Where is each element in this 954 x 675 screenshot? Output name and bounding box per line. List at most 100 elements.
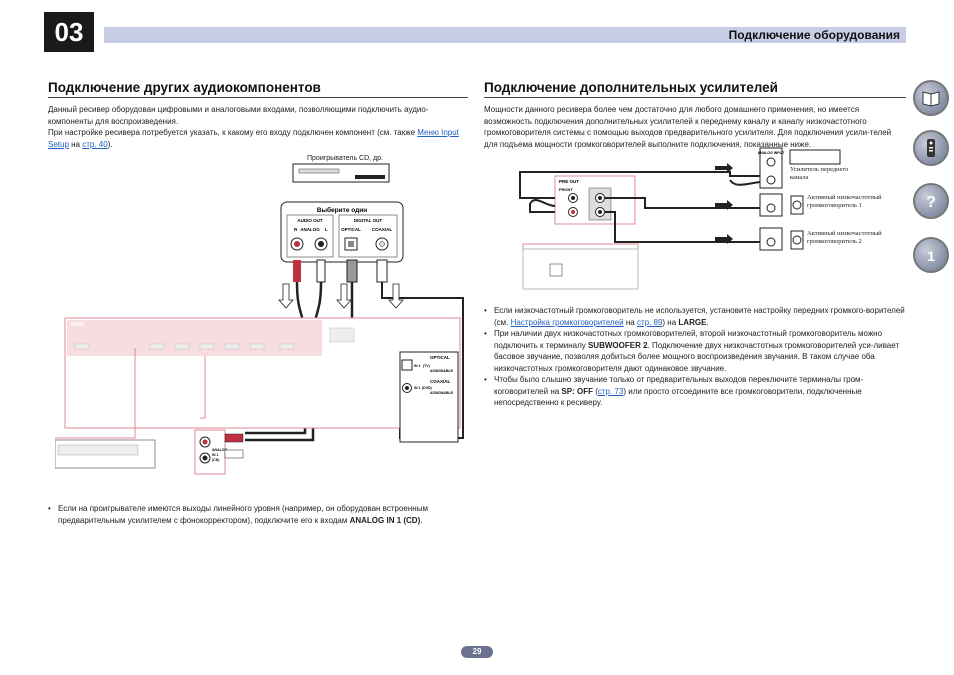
chapter-number: 03 <box>44 12 94 52</box>
coaxial-plug <box>376 259 388 283</box>
audio-out-r-label: R <box>294 227 298 232</box>
right-title-rule <box>484 97 906 98</box>
optical-out-label: OPTICAL <box>341 227 361 232</box>
audio-out-analog-label: ANALOG <box>300 227 320 232</box>
audio-out-group <box>286 214 334 258</box>
digital-out-label: DIGITAL OUT <box>354 218 383 223</box>
left-title-rule <box>48 97 468 98</box>
header-bar: Подключение оборудования <box>104 27 906 43</box>
optical-in-number: IN 1 <box>414 364 420 368</box>
page-number: 29 <box>461 646 493 658</box>
analog-in-label: ANALOG <box>212 448 227 452</box>
right-bullet2-bold: SUBWOOFER 2 <box>587 340 648 350</box>
left-bullet-text-a: Если на проигрывателе имеются выходы лин… <box>58 504 428 525</box>
speaker-setting-link[interactable]: Настройка громкоговорителей <box>510 317 624 327</box>
header-title: Подключение оборудования <box>728 28 900 42</box>
coaxial-out-label: COAXIAL <box>372 227 393 232</box>
pre-out-label: PRE OUT <box>559 179 579 184</box>
page-89-link[interactable]: стр. 89 <box>636 317 663 327</box>
subwoofer-2-cable <box>605 211 760 243</box>
remote-icon[interactable] <box>913 130 949 166</box>
coaxial-in-label: COAXIAL <box>430 379 451 384</box>
coaxial-assignable: ASSIGNABLE <box>430 391 454 395</box>
right-section: Подключение дополнительных усилителей Мо… <box>484 80 906 150</box>
pre-out-front-label: FRONT <box>559 187 573 192</box>
left-connection-diagram: Проигрыватель CD, др. Выберите один AUDI… <box>55 155 464 475</box>
amp-front-label: Усилитель переднего канала <box>790 166 849 181</box>
arrow-down-icon <box>278 283 294 309</box>
rca-plug-white <box>316 259 326 283</box>
arrow-right-icon <box>715 200 733 210</box>
right-bullet1-text-c: ) на <box>662 317 679 327</box>
arrow-right-icon <box>715 234 733 244</box>
left-section: Подключение других аудиокомпонентов Данн… <box>48 80 468 150</box>
right-bullet-item: Если низкочастотный громкоговоритель не … <box>484 305 906 328</box>
optical-plug <box>346 259 358 283</box>
right-bullet-item: Чтобы было слышно звучание только от пре… <box>484 374 906 409</box>
front-left-cable <box>519 171 760 199</box>
arrow-down-icon <box>336 283 352 309</box>
input-setup-link[interactable]: Меню Input Setup <box>48 128 459 149</box>
right-bullet1-bold: LARGE <box>678 317 707 327</box>
left-bullet-text-b: . <box>420 515 423 525</box>
page-40-link[interactable]: стр. 40 <box>82 139 108 149</box>
rca-plug-red <box>293 260 301 282</box>
optical-in-label: OPTICAL <box>430 355 450 360</box>
svg-text:1: 1 <box>927 248 935 264</box>
index-icon[interactable]: 1 <box>913 237 949 273</box>
digital-out-group <box>338 214 398 258</box>
amp-input-panel <box>759 147 783 189</box>
analog-in-number: IN 1 <box>212 453 218 457</box>
subwoofer-1-cable <box>605 197 760 209</box>
coaxial-in-dvd: (DVD) <box>422 386 432 390</box>
audio-out-label: AUDIO OUT <box>297 218 323 223</box>
right-bullets: Если низкочастотный громкоговоритель не … <box>484 305 906 409</box>
right-bullet3-text-a: Чтобы было слышно звучание только от пре… <box>494 375 864 396</box>
right-bullet1-text-b: на <box>623 317 637 327</box>
right-bullet-item: При наличии двух низкочастотных громкого… <box>484 328 906 374</box>
left-para1: Данный ресивер оборудован цифровыми и ан… <box>48 105 429 126</box>
arrow-down-icon <box>388 283 404 309</box>
right-bullet2-text-b: . Подключение двух низкочастотных громко… <box>494 340 900 373</box>
front-amplifier <box>789 149 841 165</box>
left-section-title: Подключение других аудиокомпонентов <box>48 80 321 95</box>
audio-out-l-label: L <box>325 227 328 232</box>
right-bullet1-text-a: Если низкочастотный громкоговоритель не … <box>494 306 905 327</box>
analog-in-panel <box>194 429 226 475</box>
coaxial-in-number: IN 1 <box>414 386 420 390</box>
select-one-label: Выберите один <box>317 206 367 214</box>
sub2-label: Активный низкочастотный громкоговоритель… <box>807 230 882 245</box>
help-icon[interactable]: ? <box>913 183 949 219</box>
left-bullets: Если на проигрывателе имеются выходы лин… <box>48 503 468 526</box>
left-para2-text-a: При настройке ресивера потребуется указа… <box>48 128 418 137</box>
select-one-box <box>280 201 404 263</box>
cd-player-label: Проигрыватель CD, др. <box>307 155 383 162</box>
receiver-panel-right <box>522 248 639 290</box>
left-bullet-bold: ANALOG IN 1 (CD) <box>349 515 421 525</box>
right-bullet3-text-c: ) или просто отсоедините все громкоговор… <box>494 386 862 408</box>
optical-in-tv: (TV) <box>423 364 430 368</box>
analog-in-cd: (CD) <box>212 458 219 462</box>
right-bullet3-text-b: ( <box>592 386 598 396</box>
left-para2-text-b: на <box>68 139 83 149</box>
right-para: Мощности данного ресивера более чем дост… <box>484 105 892 149</box>
right-section-title: Подключение дополнительных усилителей <box>484 80 778 95</box>
right-bullet1-text-d: . <box>706 317 709 327</box>
sub1-label: Активный низкочастотный громкоговоритель… <box>807 194 882 209</box>
right-bullet3-bold: SP: OFF <box>561 386 593 396</box>
front-right-cable <box>729 179 761 186</box>
hdmi-section <box>67 320 322 356</box>
left-bullet-item: Если на проигрывателе имеются выходы лин… <box>48 503 468 526</box>
page-73-link[interactable]: стр. 73 <box>597 386 624 396</box>
left-para2-text-c: ). <box>107 139 113 149</box>
left-para2: При настройке ресивера потребуется указа… <box>48 127 460 150</box>
svg-text:?: ? <box>926 194 936 211</box>
optical-assignable: ASSIGNABLE <box>430 369 454 373</box>
arrow-right-icon <box>715 163 733 173</box>
book-icon[interactable] <box>913 80 949 116</box>
optical-in-port <box>401 359 413 371</box>
right-connection-diagram: PRE OUT FRONT ANALOG INPUT Усилитель пер… <box>519 147 882 290</box>
amp-input-label: ANALOG INPUT <box>758 151 786 155</box>
hdmi-label: HDMI <box>71 322 84 328</box>
right-bullet2-text-a: При наличии двух низкочастотных громкого… <box>494 329 883 350</box>
